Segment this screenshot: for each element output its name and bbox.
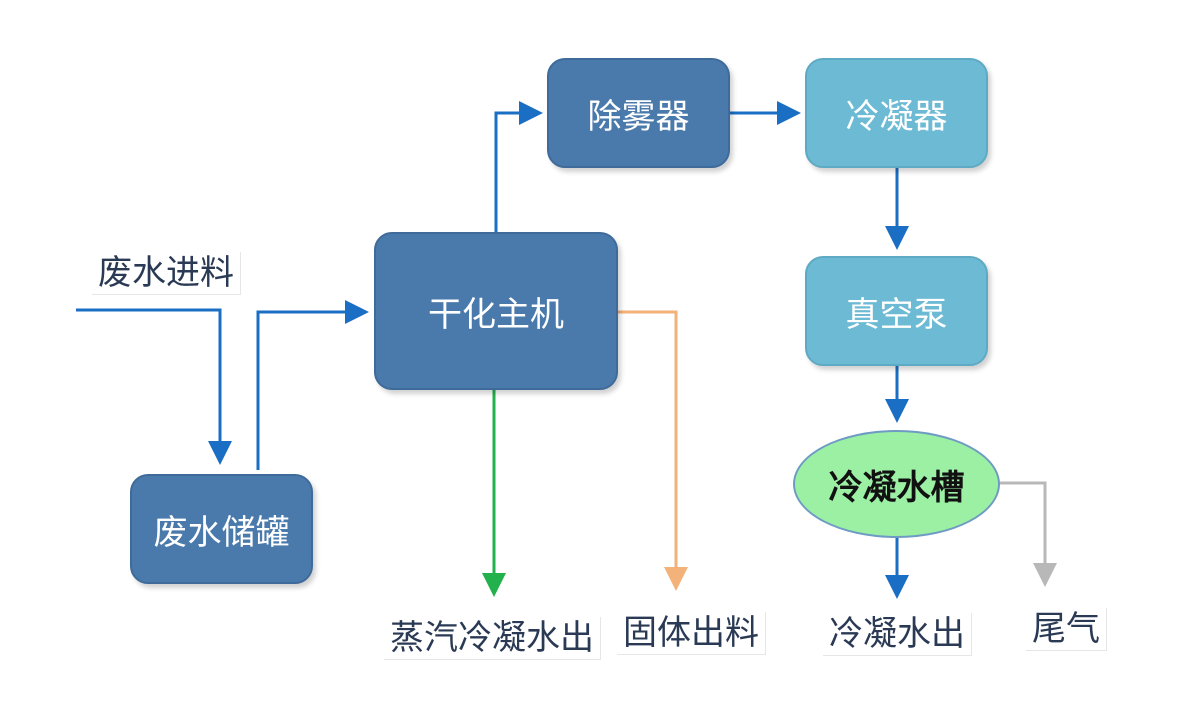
label-steam-condensate-out: 蒸汽冷凝水出: [384, 617, 601, 660]
arrow-dryer-to-demister: [494, 101, 543, 232]
arrow-solid-discharge: [618, 310, 688, 591]
arrow-feed-to-tank: [76, 308, 232, 465]
node-dryer-main: 干化主机: [374, 232, 618, 390]
node-condensate-tank: 冷凝水槽: [793, 430, 1000, 538]
label-wastewater-feed: 废水进料: [92, 252, 241, 295]
node-wastewater-tank: 废水储罐: [130, 474, 313, 584]
node-condenser: 冷凝器: [805, 58, 988, 168]
arrow-tank-to-dryer: [256, 300, 369, 470]
arrow-tail-gas: [1000, 481, 1057, 587]
node-demister: 除雾器: [547, 58, 730, 168]
label-solid-discharge: 固体出料: [617, 612, 766, 655]
label-tail-gas: 尾气: [1026, 608, 1107, 651]
label-condensate-out: 冷凝水出: [823, 613, 972, 656]
node-vacuum-pump: 真空泵: [805, 256, 988, 366]
